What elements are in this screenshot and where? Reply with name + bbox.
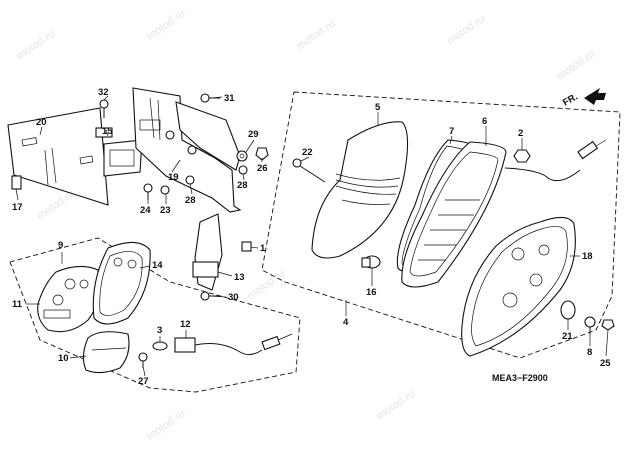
callout-10: 10 <box>58 353 69 364</box>
callout-31: 31 <box>224 93 235 104</box>
license-light-gasket <box>92 241 151 325</box>
rear-cover <box>461 216 576 357</box>
callout-27: 27 <box>138 376 149 387</box>
license-light-assembly-outline <box>9 237 301 393</box>
callout-25: 25 <box>600 358 611 369</box>
clip-17 <box>11 175 22 190</box>
front-direction-arrow: FR. <box>561 88 606 109</box>
nut-29 <box>236 150 248 162</box>
watermark-text: motod.ru <box>375 388 417 423</box>
watermark-text: motod.ru <box>15 28 57 63</box>
callout-15: 15 <box>102 126 113 137</box>
callout-22: 22 <box>302 147 313 158</box>
bolt-8 <box>584 316 596 334</box>
callout-4: 4 <box>343 317 349 328</box>
callout-13: 13 <box>234 272 245 283</box>
callout-14: 14 <box>152 260 163 271</box>
front-direction-label: FR. <box>561 91 580 108</box>
taillight-assembly-outline <box>261 91 621 359</box>
nut-21 <box>560 300 576 320</box>
callout-12: 12 <box>180 319 191 330</box>
callout-30: 30 <box>228 292 239 303</box>
fastener-32 <box>99 99 109 118</box>
callout-numbers: 32 31 20 15 17 19 24 23 28 28 29 26 1 13… <box>12 87 611 387</box>
screw-22 <box>292 158 326 183</box>
bolt-25 <box>601 319 615 331</box>
callout-3: 3 <box>157 325 162 336</box>
callout-16: 16 <box>366 287 377 298</box>
callout-19: 19 <box>168 172 179 183</box>
callout-8: 8 <box>587 347 592 358</box>
rear-reflector <box>95 127 143 177</box>
grommet-3 <box>152 341 168 351</box>
nut-1 <box>241 241 252 252</box>
watermark-text: motod.ru <box>145 408 187 443</box>
bolt-31 <box>200 93 220 103</box>
callout-5: 5 <box>375 102 381 113</box>
socket-harness <box>174 333 293 356</box>
callout-7: 7 <box>449 126 454 137</box>
watermark-text: motod.ru <box>555 48 597 83</box>
watermark-text: motod.ru <box>295 18 337 53</box>
taillight-connector <box>577 139 607 160</box>
license-plate-bracket <box>7 107 109 206</box>
callout-24: 24 <box>140 205 151 216</box>
callout-11: 11 <box>12 299 23 310</box>
washer-28a <box>238 165 248 175</box>
bolt-30 <box>200 291 220 301</box>
license-light-body <box>82 331 130 374</box>
bolt-24 <box>143 183 153 200</box>
callout-21: 21 <box>562 331 573 342</box>
washer-28b <box>185 175 195 185</box>
screw-23 <box>160 185 170 195</box>
watermark-text: motod.ru <box>145 8 187 43</box>
taillight-lens <box>311 121 409 259</box>
wire-bracket <box>192 213 223 291</box>
callout-9: 9 <box>58 240 63 251</box>
callout-1: 1 <box>260 243 266 254</box>
bulb-16 <box>361 255 381 269</box>
leader-lines <box>15 95 609 377</box>
plate-base <box>132 87 242 213</box>
screw-27 <box>138 352 148 368</box>
callout-20: 20 <box>36 117 47 128</box>
watermark-text: motod.ru <box>445 13 487 48</box>
callout-29: 29 <box>248 129 259 140</box>
callout-2: 2 <box>518 128 523 139</box>
bolt-26 <box>255 147 269 161</box>
grommet-2 <box>513 149 531 163</box>
callout-28-upper: 28 <box>237 180 248 191</box>
taillight-wire <box>504 167 581 182</box>
callout-26: 26 <box>257 163 268 174</box>
light-unit-housing <box>401 141 507 288</box>
diagram-code: MEA3−F2900 <box>492 373 548 383</box>
license-light-cover <box>37 265 101 333</box>
watermark-text: motod.ru <box>245 268 287 303</box>
callout-18: 18 <box>582 251 593 262</box>
callout-6: 6 <box>482 116 487 127</box>
callout-32: 32 <box>98 87 109 98</box>
callout-28-lower: 28 <box>185 195 196 206</box>
callout-17: 17 <box>12 202 23 213</box>
callout-23: 23 <box>160 205 171 216</box>
